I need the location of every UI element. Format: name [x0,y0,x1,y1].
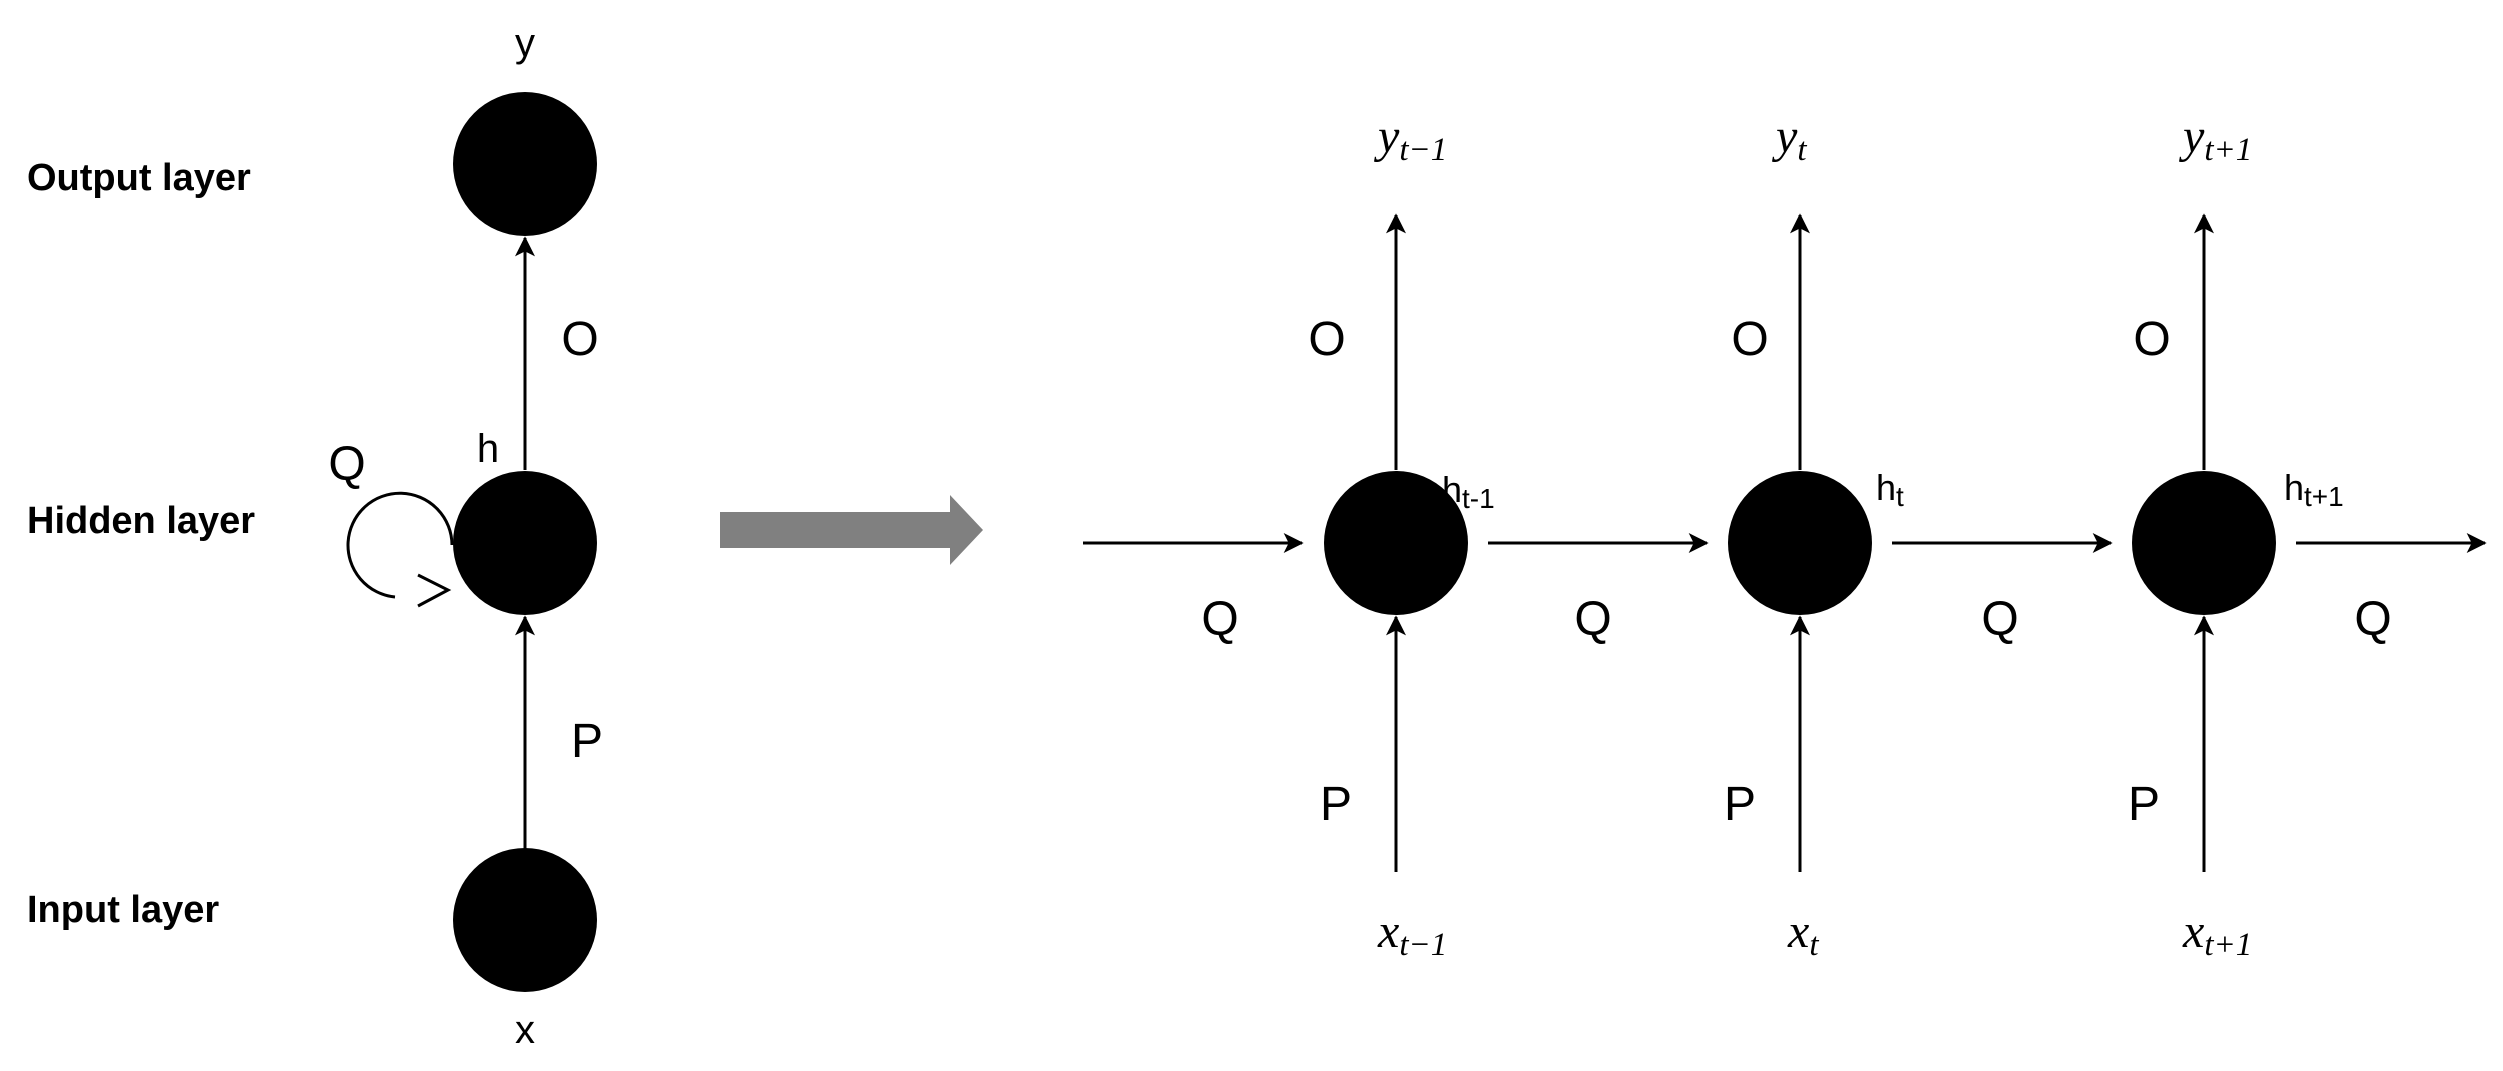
input-label-t-minus-1: xt−1 [1377,905,1447,963]
input-node-label: x [515,1008,535,1052]
output-label-t: yt [1771,110,1807,168]
o-label-t: O [1731,313,1768,366]
unfold-arrow-icon [720,495,983,565]
output-node [453,92,597,236]
o-label-t-minus-1: O [1308,313,1345,366]
input-label-t-plus-1: xt+1 [2182,905,2252,963]
hidden-node-t-minus-1 [1324,471,1468,615]
recurrent-weight-label: Q [328,438,365,491]
q-label-4: Q [2354,593,2391,646]
output-label-t-minus-1: yt−1 [1373,110,1447,168]
recurrent-loop-arrow [346,491,454,599]
p-label-t-minus-1: P [1320,778,1352,831]
hidden-node-t-plus-1 [2132,471,2276,615]
input-weight-label: P [571,715,603,768]
recurrent-loop-arrowhead [417,573,452,608]
output-node-label: y [515,21,535,65]
output-weight-label: O [561,313,598,366]
p-label-t: P [1724,778,1756,831]
hidden-label-t-plus-1: ht+1 [2284,467,2344,512]
q-label-1: Q [1201,593,1238,646]
output-layer-label: Output layer [27,157,251,199]
q-label-2: Q [1574,593,1611,646]
hidden-node-t [1728,471,1872,615]
time-step-t-minus-1: yt−1 O ht-1 P xt−1 [1308,110,1494,963]
q-label-3: Q [1981,593,2018,646]
unrolled-rnn: Q Q Q Q yt−1 O ht-1 P xt−1 yt O ht P xt [1083,110,2487,963]
input-label-t: xt [1787,905,1819,963]
hidden-label-t: ht [1876,467,1904,512]
hidden-node [453,471,597,615]
input-layer-label: Input layer [27,889,219,931]
hidden-layer-label: Hidden layer [27,500,255,542]
hidden-node-label: h [477,427,499,471]
output-label-t-plus-1: yt+1 [2178,110,2252,168]
time-step-t-plus-1: yt+1 O ht+1 P xt+1 [2128,110,2344,963]
time-step-t: yt O ht P xt [1724,110,1904,963]
input-node [453,848,597,992]
p-label-t-plus-1: P [2128,778,2160,831]
hidden-label-t-minus-1: ht-1 [1442,469,1495,514]
folded-rnn: Output layer Hidden layer Input layer y … [27,21,603,1052]
o-label-t-plus-1: O [2133,313,2170,366]
